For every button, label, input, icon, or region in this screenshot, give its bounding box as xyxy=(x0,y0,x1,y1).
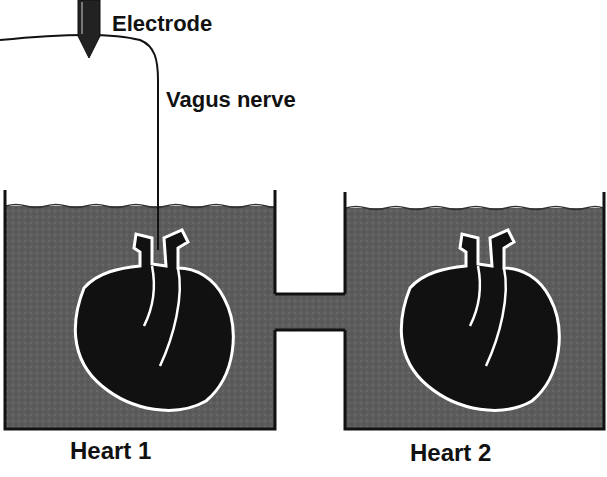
beaker xyxy=(345,192,604,429)
heart-illustration xyxy=(401,230,559,410)
part-label: Heart 2 xyxy=(410,440,491,466)
beaker xyxy=(5,190,275,429)
connecting-tube xyxy=(272,294,348,330)
part-label: Heart 1 xyxy=(70,438,151,464)
electrode-symbol xyxy=(78,0,100,58)
liquid xyxy=(6,206,274,428)
part-label: Electrode xyxy=(112,12,212,36)
nerve-line xyxy=(0,35,158,250)
heart-illustration xyxy=(75,230,233,410)
part-label: Vagus nerve xyxy=(166,88,296,112)
liquid xyxy=(346,208,603,428)
